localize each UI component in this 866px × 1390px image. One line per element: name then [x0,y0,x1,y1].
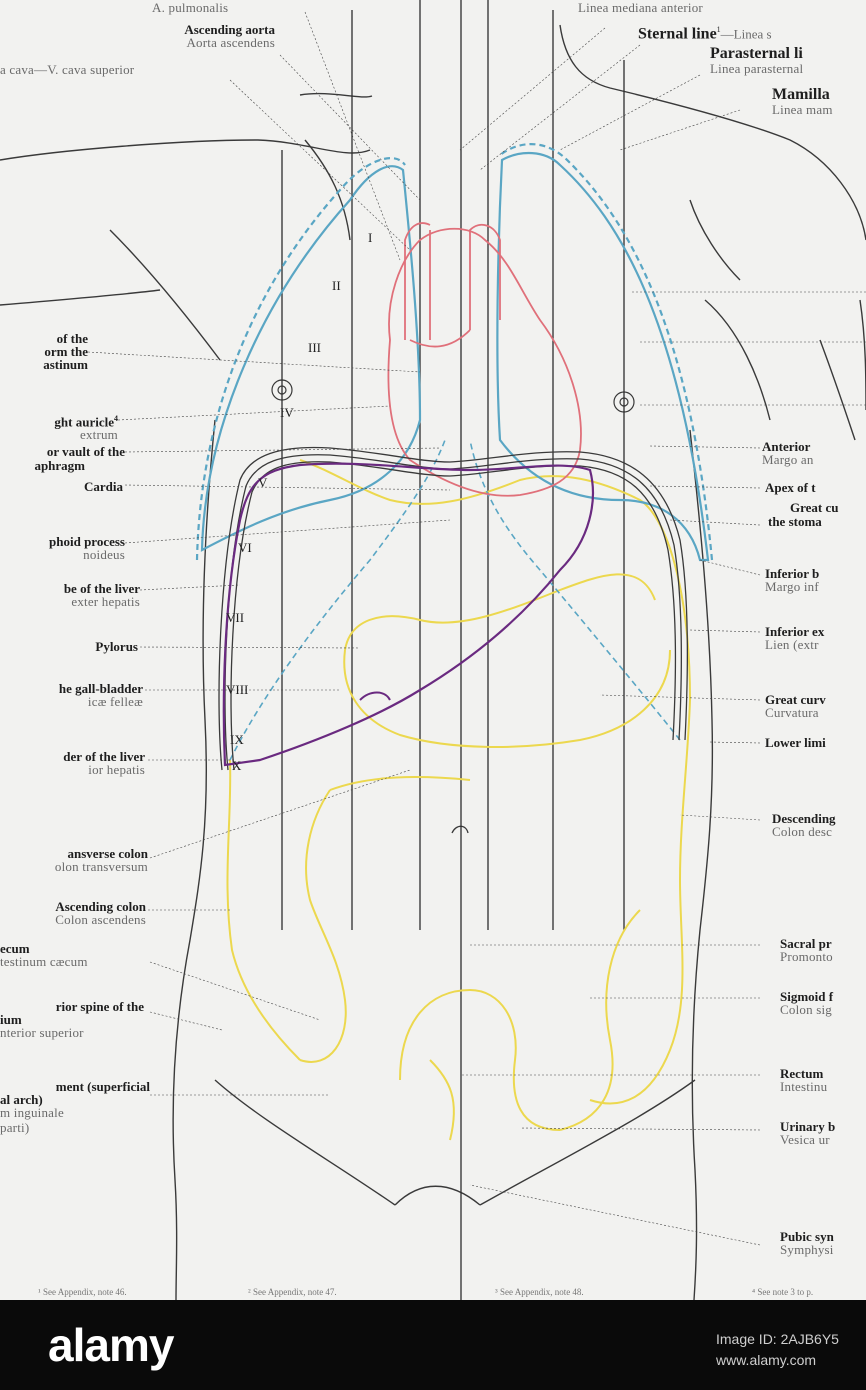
footnote-4: ⁴ See note 3 to p. [752,1287,814,1297]
label-cardia: Cardia [84,479,123,494]
label-xiphoid-process: phoid process noideus [49,534,125,562]
anatomical-plate: A. pulmonalis Ascending aorta Aorta asce… [0,0,866,1300]
diaphragm [218,446,689,771]
brand-url: www.alamy.com [716,1352,817,1368]
label-great-curvature-stomach-1: Great cu [790,500,839,515]
watermark-footer [0,1300,866,1390]
label-superior-vena-cava: a cava—V. cava superior [0,62,135,77]
label-inguinal-ligament-3: parti) [0,1120,30,1135]
label-transverse-colon: ansverse colon olon transversum [54,846,148,874]
label-rectum: Rectum Intestinu [780,1066,828,1094]
label-pulmonary-artery: A. pulmonalis [152,0,229,15]
footnote-3: ³ See Appendix, note 48. [495,1287,584,1297]
label-great-curvature-stomach-2: the stoma [768,514,822,529]
rib-number-7: VII [226,610,245,625]
image-id-label: Image ID: 2AJB6Y5 [716,1331,839,1347]
leader-lines [87,11,866,1246]
rib-number-3: III [308,340,321,355]
label-great-curvature: Great curv Curvatura [765,692,826,720]
gall-bladder [359,691,391,701]
rib-number-10: X [232,758,242,773]
label-pylorus: Pylorus [95,639,138,654]
label-iliac-spine-1: rior spine of the [55,999,144,1014]
label-left-mediastinum-2: orm the [44,344,88,359]
label-right-auricle: ght auricle4 extrum [54,414,118,443]
label-vault-diaphragm-2: aphragm [34,458,85,473]
label-inguinal-ligament-2: al arch) m inguinale [0,1092,64,1120]
label-sacral-promontory: Sacral pr Promonto [780,936,833,964]
label-sigmoid-flexure: Sigmoid f Colon sig [780,989,834,1017]
label-cecum: ecum testinum cæcum [0,941,88,969]
brand-logo: alamy [48,1319,174,1371]
reference-lines [281,0,625,1300]
label-left-mediastinum-1: of the [56,331,88,346]
label-lower-limit: Lower limi [765,735,826,750]
intestines [226,459,692,1141]
label-apex: Apex of t [765,480,816,495]
rib-number-6: VI [238,540,252,555]
rib-number-5: V [258,475,268,490]
label-inferior-border: Inferior b Margo inf [765,566,820,594]
rib-number-1: I [368,230,373,245]
label-ascending-colon: Ascending colon Colon ascendens [55,899,146,927]
footnote-1: ¹ See Appendix, note 46. [38,1287,127,1297]
label-border-liver: der of the liver ior hepatis [63,749,145,777]
rib-number-4: IV [280,405,294,420]
label-vault-diaphragm-1: or vault of the [46,444,125,459]
label-gall-bladder: he gall-bladder icæ felleæ [58,681,143,709]
torso-diagram [0,0,866,1300]
label-iliac-spine-2: ium nterior superior [0,1012,84,1040]
heart [387,222,582,497]
label-pubic-symphysis: Pubic syn Symphysi [780,1229,834,1257]
label-spleen: Inferior ex Lien (extr [765,624,825,652]
label-right-lobe-liver: be of the liver exter hepatis [63,581,140,609]
rib-number-9: IX [230,732,244,747]
label-urinary-bladder: Urinary b Vesica ur [780,1119,836,1147]
label-parasternal-line: Parasternal li Linea parasternal [710,45,804,76]
label-anterior-border: Anterior Margo an [762,439,814,467]
label-sternal-line: Sternal line1—Linea s [638,25,772,43]
label-inguinal-ligament-1: ment (superficial [55,1079,150,1094]
liver [222,462,594,767]
nipples [271,379,635,413]
label-median-line: Linea mediana anterior [578,0,703,15]
navel [451,825,469,834]
footnote-2: ² See Appendix, note 47. [248,1287,337,1297]
rib-number-8: VIII [226,682,249,697]
body-outline [0,24,866,1300]
rib-number-2: II [332,278,341,293]
label-descending-colon: Descending Colon desc [772,811,836,839]
label-ascending-aorta: Ascending aorta Aorta ascendens [184,22,275,50]
label-left-mediastinum-3: astinum [43,357,88,372]
label-mamillary-line: Mamilla Linea mam [772,86,833,117]
